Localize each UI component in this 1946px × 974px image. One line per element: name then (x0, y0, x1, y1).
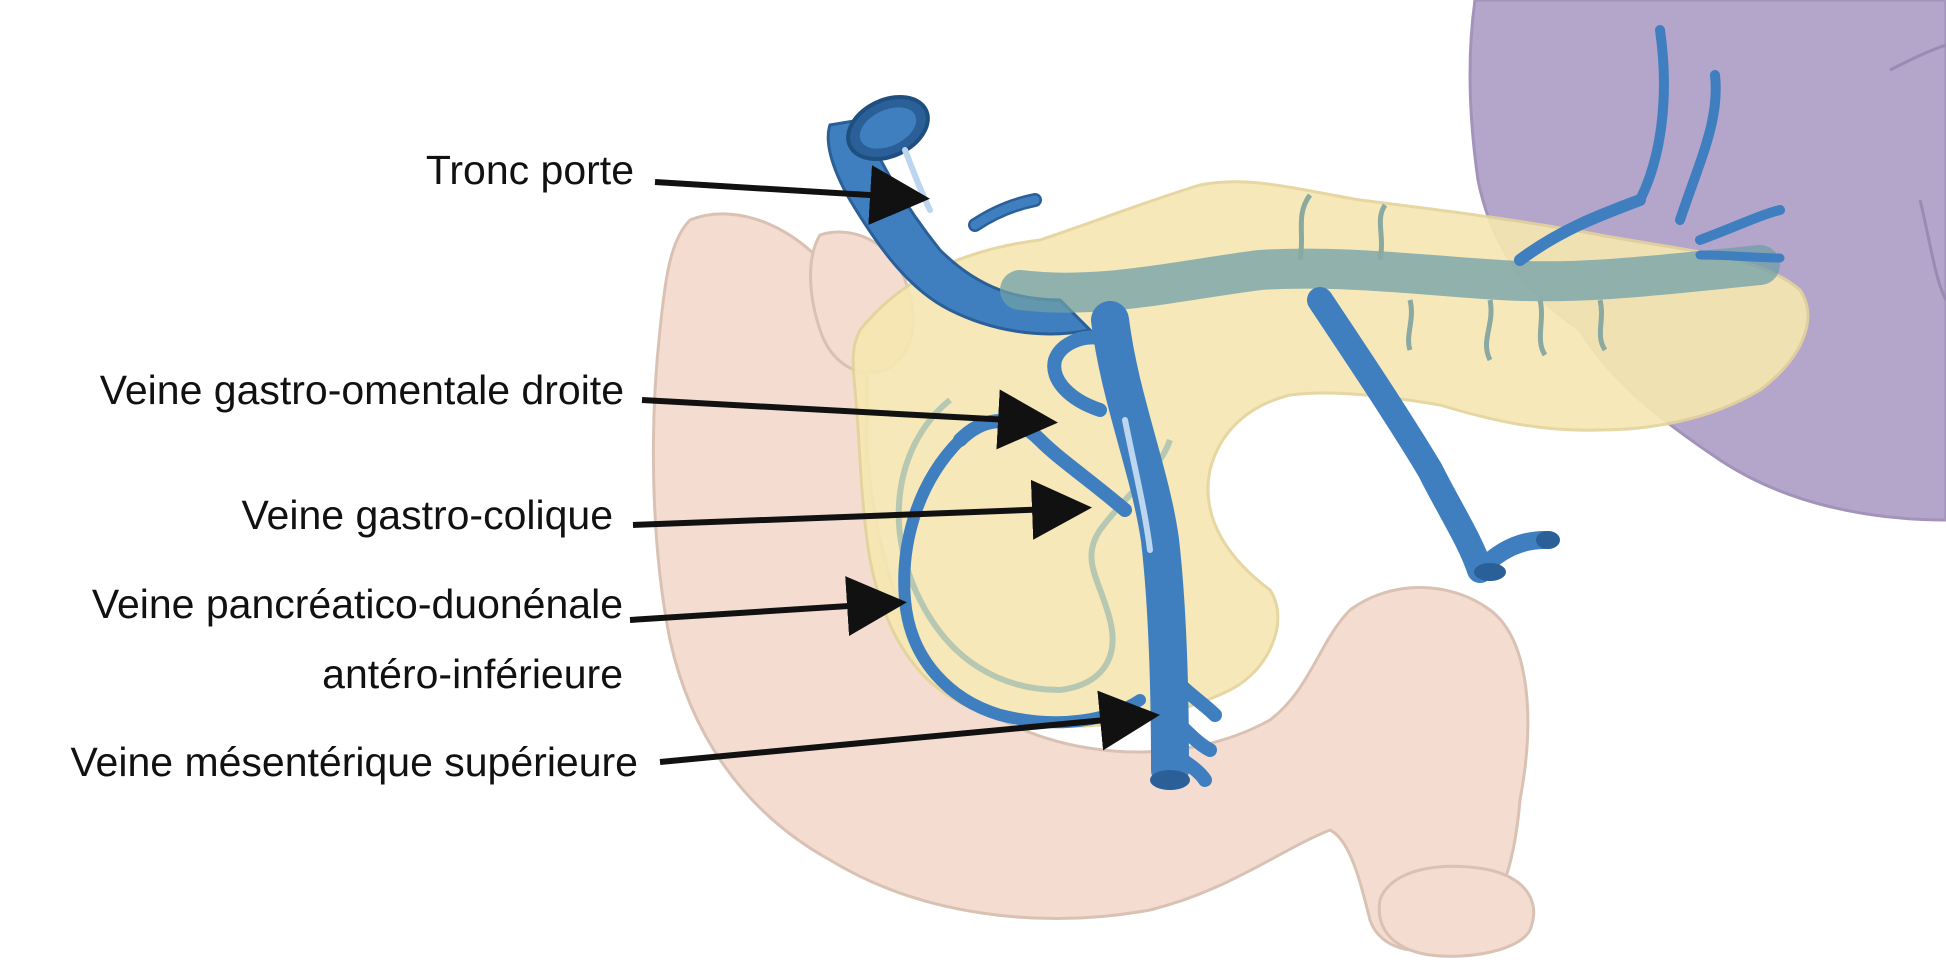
right-gastro-omental-vein (1047, 330, 1107, 417)
arrow-portal-trunk (654, 165, 930, 226)
spleen-crease (1889, 43, 1946, 72)
spleen-crease (1918, 199, 1946, 301)
duodenum-end (1377, 864, 1536, 958)
label-right-gastro-omental-vein: Veine gastro-omentale droite (99, 367, 624, 413)
arrow-smv (659, 690, 1160, 765)
label-superior-mesenteric-vein: Veine mésentérique supérieure (70, 739, 638, 785)
portal-trunk-lumen (859, 107, 917, 149)
label-gastrocolic-vein: Veine gastro-colique (241, 492, 613, 538)
portal-trunk-highlight (902, 147, 933, 213)
superior-mesenteric-vein (1091, 301, 1189, 789)
uncinate-process-outline (895, 397, 1173, 694)
arrow-gastrocolic (632, 479, 1092, 540)
label-portal-trunk: Tronc porte (425, 147, 634, 193)
inferior-mesenteric-vein (1307, 287, 1493, 583)
label-aipdv-line1: Veine pancréatico-duonénale (91, 581, 623, 627)
label-aipdv-line2: antéro-inférieure (322, 651, 623, 697)
arrow-right-gastro-omental (641, 389, 1058, 450)
splenic-vein (1000, 245, 1780, 313)
arrow-aipdv (629, 576, 907, 637)
